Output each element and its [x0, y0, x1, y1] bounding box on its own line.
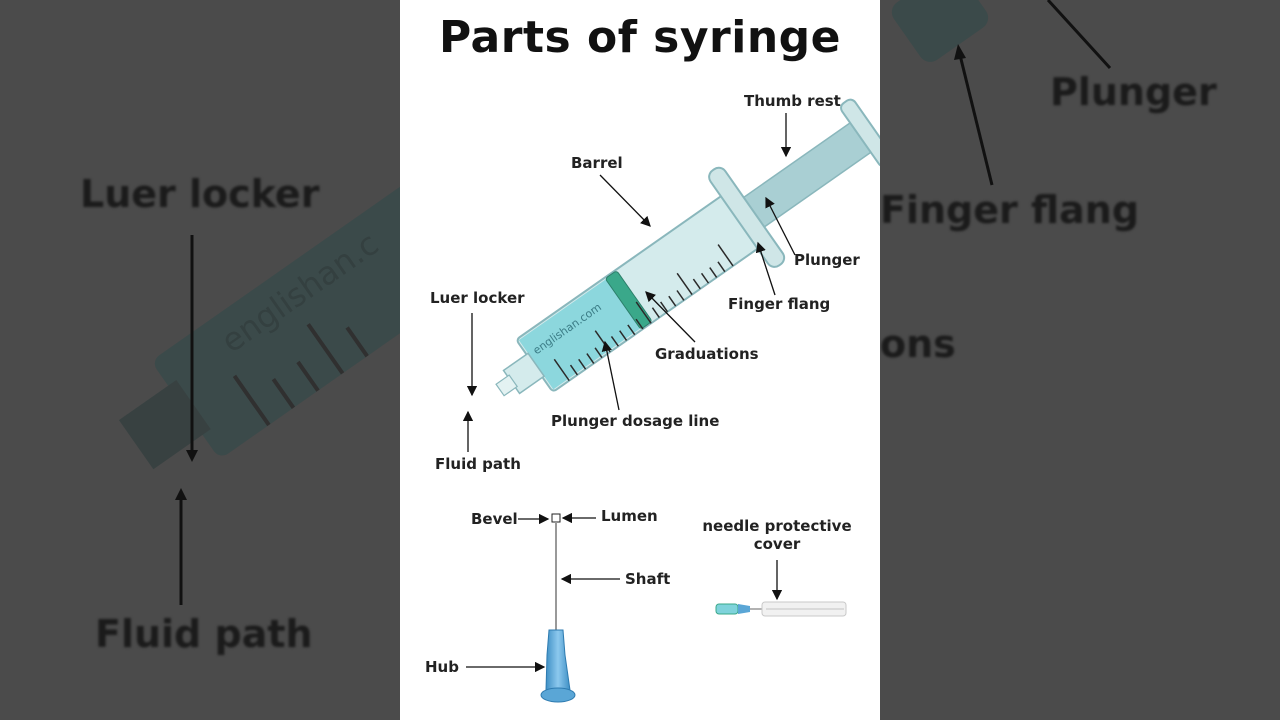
background-label-luer-locker: Luer locker: [80, 172, 320, 216]
label-needle-protective-cover-line2: cover: [753, 535, 801, 553]
plunger-seal: [605, 271, 652, 329]
graduations: [553, 244, 734, 382]
arrow-finger-flang: [755, 241, 776, 296]
diagram-panel: Parts of syringe: [400, 0, 880, 720]
bevel-tip: [551, 513, 561, 523]
arrow-plunger: [765, 196, 796, 256]
label-finger-flang: Finger flang: [728, 295, 831, 313]
label-bevel: Bevel: [471, 510, 518, 528]
needle: [540, 513, 576, 703]
label-hub: Hub: [425, 658, 459, 676]
thumb-rest: [840, 98, 880, 168]
label-graduations: Graduations: [655, 345, 759, 363]
syringe-diagram: englishan.com: [462, 98, 880, 703]
label-needle-protective-cover-line1: needle protective: [702, 517, 852, 535]
label-plunger: Plunger: [794, 251, 860, 269]
needle-hub: [545, 629, 571, 691]
background-left-syringe: englishan.c: [118, 124, 400, 605]
label-needle-protective-cover: needle protective cover: [702, 517, 852, 553]
background-label-fluid-path: Fluid path: [95, 612, 313, 656]
syringe: englishan.com: [495, 98, 880, 397]
label-luer-locker: Luer locker: [430, 289, 525, 307]
needle-hub-base: [540, 687, 576, 703]
liquid: [518, 278, 642, 390]
needle-with-cover: [715, 601, 847, 617]
label-thumb-rest: Thumb rest: [744, 92, 841, 110]
background-right: Plunger Finger flang ons: [880, 0, 1280, 720]
background-label-graduations-fragment: ons: [880, 322, 956, 366]
background-label-plunger: Plunger: [1050, 70, 1217, 114]
arrow-graduations: [645, 291, 696, 343]
background-right-syringe: [891, 0, 1112, 186]
arrow-barrel: [599, 174, 651, 227]
label-lumen: Lumen: [601, 507, 658, 525]
label-barrel: Barrel: [571, 154, 623, 172]
label-plunger-dosage-line: Plunger dosage line: [551, 412, 720, 430]
page-title: Parts of syringe: [438, 12, 841, 63]
background-left: englishan.c Luer locker Fluid path: [0, 0, 400, 720]
label-fluid-path: Fluid path: [435, 455, 521, 473]
background-label-finger-flang: Finger flang: [880, 188, 1140, 232]
fluid-path-tip: [495, 374, 519, 397]
arrow-plunger-dosage-line: [601, 340, 620, 411]
label-shaft: Shaft: [625, 570, 671, 588]
